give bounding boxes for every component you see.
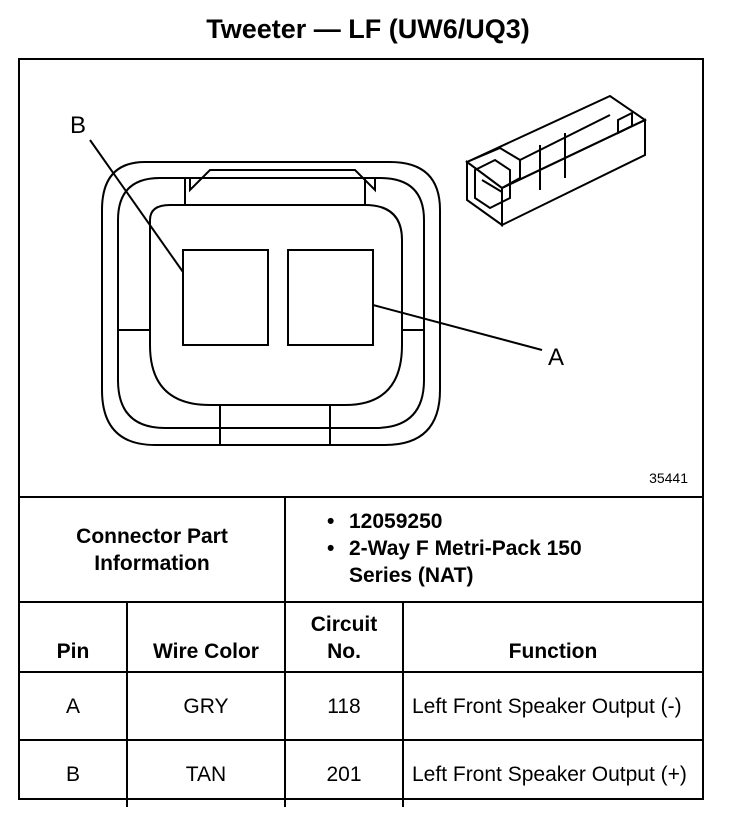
terminal-cavity-a [287,249,374,346]
header-circuit-no: Circuit No. [284,601,404,673]
connector-info-label: Connector Part Information [20,498,286,601]
connector-type: 2-Way F Metri-Pack 150 Series (NAT) [327,535,609,589]
circuit-cell: 118 [284,671,404,741]
connector-cavity-block [149,204,403,406]
page-title: Tweeter — LF (UW6/UQ3) [206,14,530,44]
leader-line-a [372,304,543,351]
connector-info-section: Connector Part Information 12059250 2-Wa… [20,498,702,603]
connector-latch [189,169,376,193]
header-wire-color: Wire Color [126,601,286,673]
connector-info-list: 12059250 2-Way F Metri-Pack 150 Series (… [327,508,609,589]
table-row: B TAN 201 Left Front Speaker Output (+) [20,739,702,807]
function-cell: Left Front Speaker Output (-) [402,671,702,741]
figure-number: 35441 [649,470,688,486]
wire-color-cell: TAN [126,739,286,807]
pin-cell: A [20,671,128,741]
leader-line-b [89,139,184,273]
connector-diagram: B A 35441 [20,60,702,498]
part-number: 12059250 [327,508,609,535]
pin-table: Pin Wire Color Circuit No. Function A GR… [20,601,702,807]
connector-isometric-view [465,94,647,227]
callout-label-b: B [70,112,87,139]
connector-face-drawing [89,94,647,446]
table-header-row: Pin Wire Color Circuit No. Function [20,601,702,673]
connector-inner-shell [117,177,425,429]
wire-color-cell: GRY [126,671,286,741]
function-cell: Left Front Speaker Output (+) [402,739,702,807]
callout-label-a: A [548,344,565,371]
circuit-cell: 201 [284,739,404,807]
connector-outer-shell [101,161,441,446]
header-function: Function [402,601,702,673]
pin-cell: B [20,739,128,807]
terminal-cavity-b [182,249,269,346]
header-pin: Pin [20,601,128,673]
table-row: A GRY 118 Left Front Speaker Output (-) [20,671,702,741]
connector-card: B A 35441 Connector Part Information 120… [18,58,704,807]
